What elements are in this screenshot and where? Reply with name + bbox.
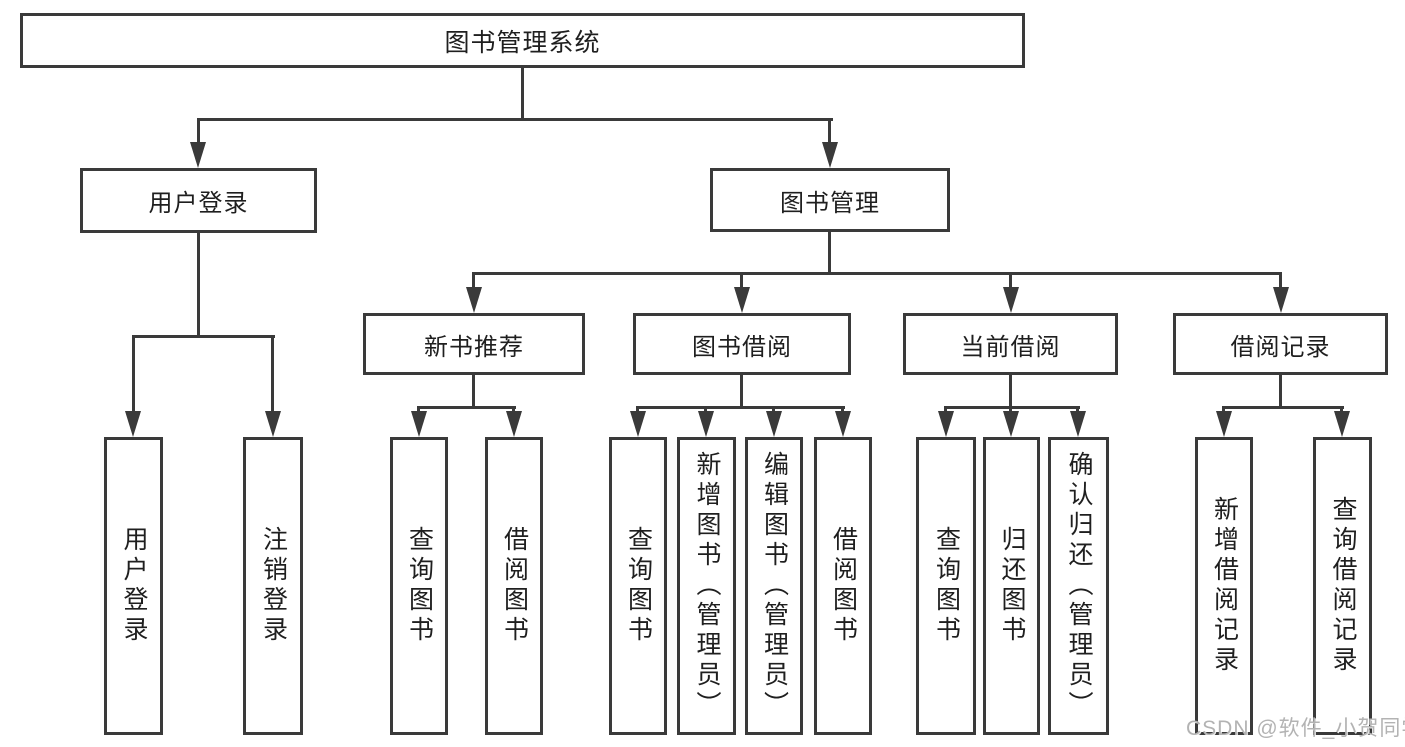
connector-book-management-stub bbox=[828, 232, 831, 272]
arrow-down-icon bbox=[822, 142, 838, 168]
connector-book-borrow-bar bbox=[636, 406, 845, 409]
node-borrow-add-book-admin: 新增图书（管理员） bbox=[677, 437, 736, 735]
node-library-management-system: 图书管理系统 bbox=[20, 13, 1025, 68]
arrow-down-icon bbox=[1273, 287, 1289, 313]
node-label: 借阅图书 bbox=[500, 526, 529, 646]
connector-recommend-bar bbox=[417, 406, 516, 409]
connector-user-login-stub bbox=[197, 233, 200, 335]
node-label: 用户登录 bbox=[120, 526, 148, 646]
arrow-down-icon bbox=[1334, 411, 1350, 437]
node-leaf-logout: 注销登录 bbox=[243, 437, 303, 735]
node-label: 查询图书 bbox=[932, 526, 961, 646]
node-borrow-records: 借阅记录 bbox=[1173, 313, 1388, 375]
connector-level3-bar bbox=[472, 272, 1282, 275]
node-recommend-query-book: 查询图书 bbox=[390, 437, 448, 735]
csdn-watermark: CSDN @软件_小贺同学 bbox=[1186, 717, 1405, 740]
connector-drop-new-book-recommend bbox=[472, 272, 475, 289]
connector-drop-borrow-records bbox=[1279, 272, 1282, 289]
node-label: 查询图书 bbox=[405, 526, 434, 646]
arrow-down-icon bbox=[1070, 411, 1086, 437]
node-label: 注销登录 bbox=[259, 526, 288, 646]
node-label: 当前借阅 bbox=[960, 333, 1061, 361]
node-label: 图书管理系统 bbox=[444, 28, 601, 57]
connector-borrow-records-stub bbox=[1279, 375, 1282, 407]
node-current-query-book: 查询图书 bbox=[916, 437, 976, 735]
connector-book-borrow-stub bbox=[740, 375, 743, 407]
node-borrow-edit-book-admin: 编辑图书（管理员） bbox=[745, 437, 803, 735]
connector-borrow-records-bar bbox=[1222, 406, 1344, 409]
node-label: 查询图书 bbox=[624, 526, 653, 646]
node-label: 查询借阅记录 bbox=[1329, 496, 1357, 676]
connector-drop-leaf-user-login bbox=[132, 335, 135, 413]
node-label: 图书管理 bbox=[780, 189, 880, 217]
connector-drop-book-borrow bbox=[740, 272, 743, 289]
connector-current-borrow-stub bbox=[1009, 375, 1012, 407]
node-label: 归还图书 bbox=[998, 526, 1026, 646]
arrow-down-icon bbox=[190, 142, 206, 168]
arrow-down-icon bbox=[1003, 287, 1019, 313]
arrow-down-icon bbox=[835, 411, 851, 437]
node-current-confirm-return-admin: 确认归还（管理员） bbox=[1048, 437, 1109, 735]
connector-drop-user-login bbox=[197, 118, 200, 146]
node-new-book-recommend: 新书推荐 bbox=[363, 313, 585, 375]
connector-user-login-bar bbox=[132, 335, 275, 338]
arrow-down-icon bbox=[506, 411, 522, 437]
arrow-down-icon bbox=[265, 411, 281, 437]
arrow-down-icon bbox=[734, 287, 750, 313]
node-label: 新增图书（管理员） bbox=[693, 451, 721, 721]
node-book-borrow: 图书借阅 bbox=[633, 313, 851, 375]
node-borrow-borrow-book: 借阅图书 bbox=[814, 437, 872, 735]
arrow-down-icon bbox=[466, 287, 482, 313]
node-recommend-borrow-book: 借阅图书 bbox=[485, 437, 543, 735]
node-borrow-query-book: 查询图书 bbox=[609, 437, 667, 735]
connector-recommend-stub bbox=[472, 375, 475, 407]
arrow-down-icon bbox=[938, 411, 954, 437]
arrow-down-icon bbox=[411, 411, 427, 437]
node-current-return-book: 归还图书 bbox=[983, 437, 1040, 735]
node-label: 借阅图书 bbox=[829, 526, 858, 646]
connector-level2-bar bbox=[197, 118, 833, 121]
node-label: 图书借阅 bbox=[692, 333, 792, 361]
node-label: 确认归还（管理员） bbox=[1065, 451, 1093, 721]
arrow-down-icon bbox=[766, 411, 782, 437]
node-label: 编辑图书（管理员） bbox=[760, 451, 789, 721]
node-book-management: 图书管理 bbox=[710, 168, 950, 232]
arrow-down-icon bbox=[630, 411, 646, 437]
node-records-query-record: 查询借阅记录 bbox=[1313, 437, 1372, 735]
connector-current-borrow-bar bbox=[944, 406, 1080, 409]
arrow-down-icon bbox=[1003, 411, 1019, 437]
node-user-login: 用户登录 bbox=[80, 168, 317, 233]
connector-drop-book-management bbox=[828, 118, 831, 146]
node-label: 新书推荐 bbox=[424, 333, 524, 361]
arrow-down-icon bbox=[1216, 411, 1232, 437]
node-label: 借阅记录 bbox=[1230, 333, 1331, 361]
node-label: 新增借阅记录 bbox=[1210, 496, 1239, 676]
node-current-borrow: 当前借阅 bbox=[903, 313, 1118, 375]
node-label: 用户登录 bbox=[148, 190, 249, 217]
connector-drop-current-borrow bbox=[1009, 272, 1012, 289]
connector-root-stub bbox=[521, 68, 524, 118]
node-leaf-user-login: 用户登录 bbox=[104, 437, 163, 735]
arrow-down-icon bbox=[698, 411, 714, 437]
connector-drop-leaf-logout bbox=[271, 335, 274, 413]
arrow-down-icon bbox=[125, 411, 141, 437]
node-records-add-record: 新增借阅记录 bbox=[1195, 437, 1253, 735]
